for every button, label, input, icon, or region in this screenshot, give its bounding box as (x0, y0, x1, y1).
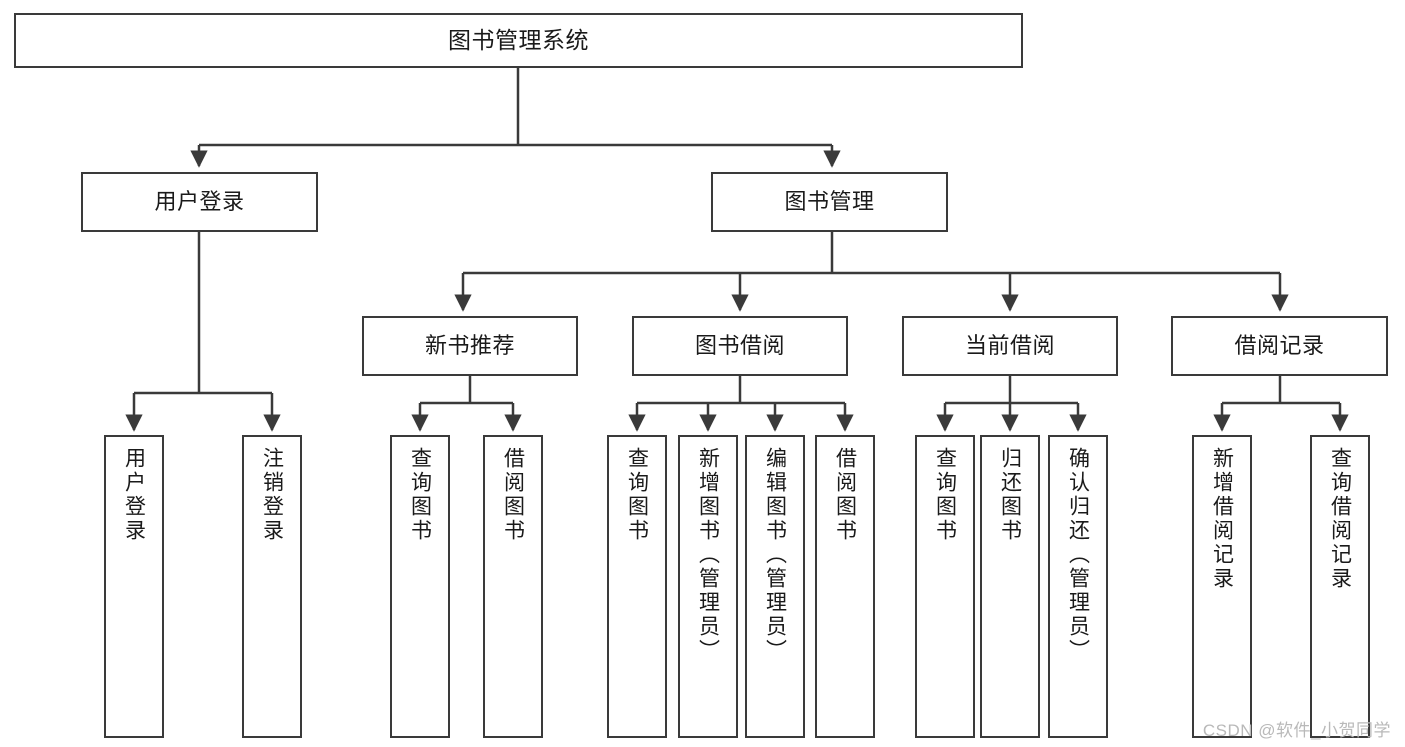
node-leaf-add-book[interactable]: 新增图书（管理员） (678, 435, 738, 738)
node-leaf-query-book-3-label: 查询图书 (933, 447, 957, 543)
node-leaf-query-book-3[interactable]: 查询图书 (915, 435, 975, 738)
node-leaf-query-record[interactable]: 查询借阅记录 (1310, 435, 1370, 738)
node-leaf-edit-book-label: 编辑图书（管理员） (763, 447, 787, 663)
node-leaf-query-record-label: 查询借阅记录 (1328, 447, 1352, 591)
node-leaf-confirm-return[interactable]: 确认归还（管理员） (1048, 435, 1108, 738)
node-book-manage[interactable]: 图书管理 (711, 172, 948, 232)
node-leaf-add-record-label: 新增借阅记录 (1210, 447, 1234, 591)
node-leaf-borrow-book-2-label: 借阅图书 (833, 447, 857, 543)
node-book-manage-label: 图书管理 (784, 189, 875, 215)
node-root[interactable]: 图书管理系统 (14, 13, 1023, 68)
node-leaf-user-login[interactable]: 用户登录 (104, 435, 164, 738)
node-root-label: 图书管理系统 (448, 26, 589, 53)
node-current-borrow-label: 当前借阅 (964, 333, 1055, 359)
node-leaf-add-book-label: 新增图书（管理员） (696, 447, 720, 663)
node-leaf-logout-login-label: 注销登录 (260, 447, 284, 543)
node-leaf-return-book-label: 归还图书 (998, 447, 1022, 543)
node-leaf-add-record[interactable]: 新增借阅记录 (1192, 435, 1252, 738)
node-current-borrow[interactable]: 当前借阅 (902, 316, 1118, 376)
node-new-book-recommend[interactable]: 新书推荐 (362, 316, 578, 376)
node-leaf-borrow-book-2[interactable]: 借阅图书 (815, 435, 875, 738)
node-leaf-query-book-1[interactable]: 查询图书 (390, 435, 450, 738)
node-leaf-confirm-return-label: 确认归还（管理员） (1066, 447, 1090, 663)
node-borrow-record[interactable]: 借阅记录 (1171, 316, 1388, 376)
node-leaf-borrow-book-1-label: 借阅图书 (501, 447, 525, 543)
node-leaf-return-book[interactable]: 归还图书 (980, 435, 1040, 738)
node-user-login-label: 用户登录 (154, 189, 245, 215)
node-book-borrow-label: 图书借阅 (694, 333, 785, 359)
node-leaf-borrow-book-1[interactable]: 借阅图书 (483, 435, 543, 738)
node-book-borrow[interactable]: 图书借阅 (632, 316, 848, 376)
node-user-login[interactable]: 用户登录 (81, 172, 318, 232)
node-leaf-query-book-1-label: 查询图书 (408, 447, 432, 543)
node-borrow-record-label: 借阅记录 (1234, 333, 1325, 359)
node-leaf-query-book-2-label: 查询图书 (625, 447, 649, 543)
node-leaf-user-login-label: 用户登录 (122, 447, 146, 543)
node-leaf-query-book-2[interactable]: 查询图书 (607, 435, 667, 738)
csdn-watermark: CSDN @软件_小贺同学 (1202, 721, 1391, 740)
node-leaf-logout-login[interactable]: 注销登录 (242, 435, 302, 738)
node-leaf-edit-book[interactable]: 编辑图书（管理员） (745, 435, 805, 738)
node-new-book-recommend-label: 新书推荐 (424, 333, 515, 359)
